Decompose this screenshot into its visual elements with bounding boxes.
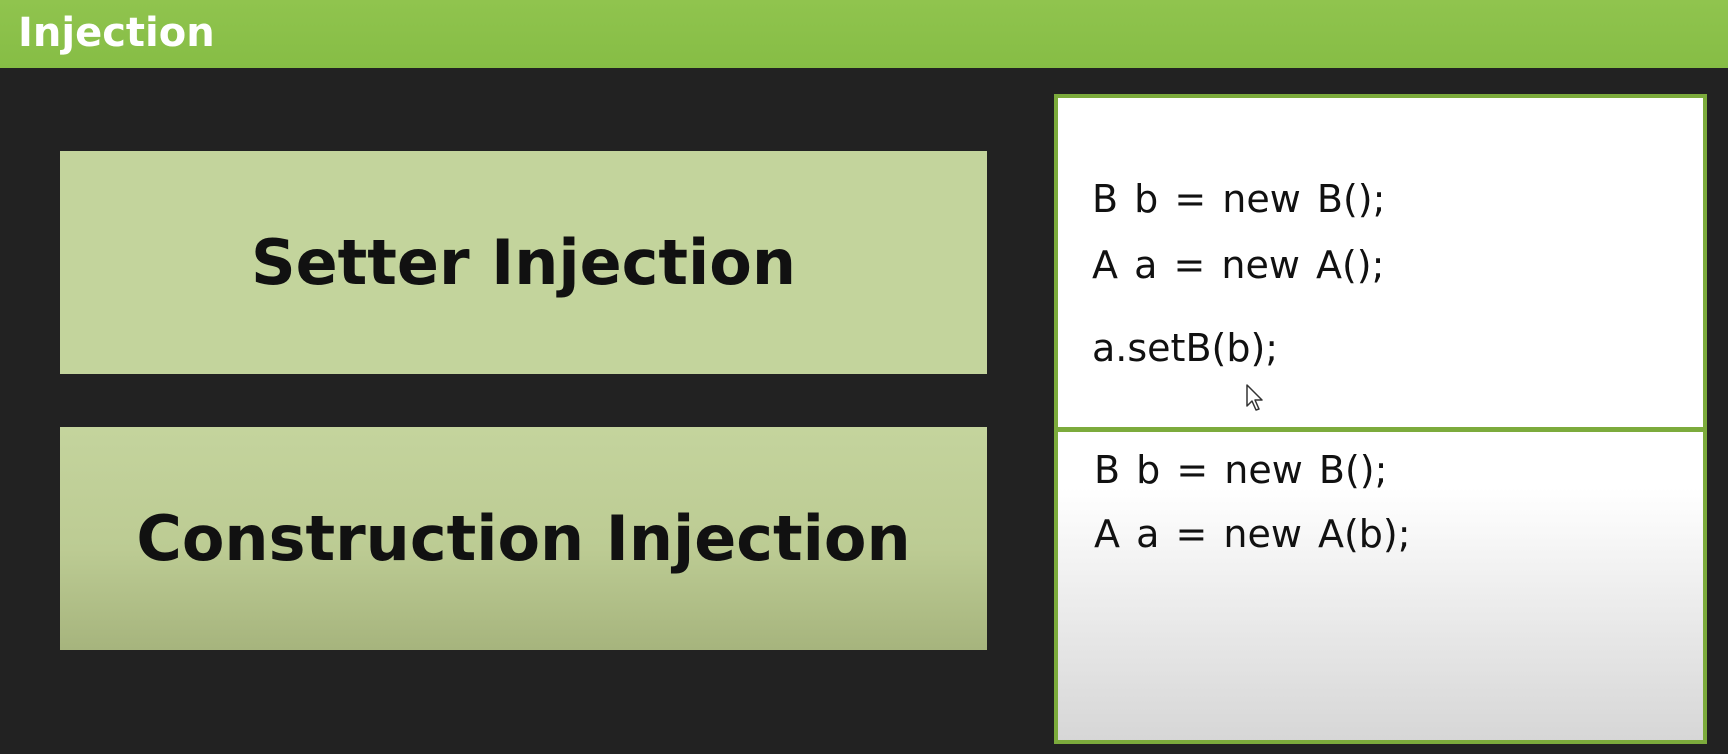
construction-code-block: B b = new B(); A a = new A(b); (1058, 432, 1703, 740)
setter-code-line-3: a.setB(b); (1092, 326, 1279, 370)
mouse-pointer-icon (1246, 384, 1263, 411)
page-title: Injection (18, 10, 215, 56)
setter-code-line-2: A a = new A(); (1092, 243, 1385, 287)
construction-injection-box: Construction Injection (60, 427, 987, 650)
setter-injection-box: Setter Injection (60, 151, 987, 374)
setter-code-block: B b = new B(); A a = new A(); a.setB(b); (1058, 98, 1703, 427)
construction-code-line-1: B b = new B(); (1094, 448, 1388, 492)
code-divider (1058, 427, 1703, 432)
construction-injection-label: Construction Injection (136, 501, 911, 575)
construction-code-line-2: A a = new A(b); (1094, 512, 1411, 556)
setter-injection-label: Setter Injection (250, 225, 797, 299)
setter-code-line-1: B b = new B(); (1092, 177, 1386, 221)
title-bar: Injection (0, 0, 1728, 68)
code-panel: B b = new B(); A a = new A(); a.setB(b);… (1054, 94, 1707, 744)
